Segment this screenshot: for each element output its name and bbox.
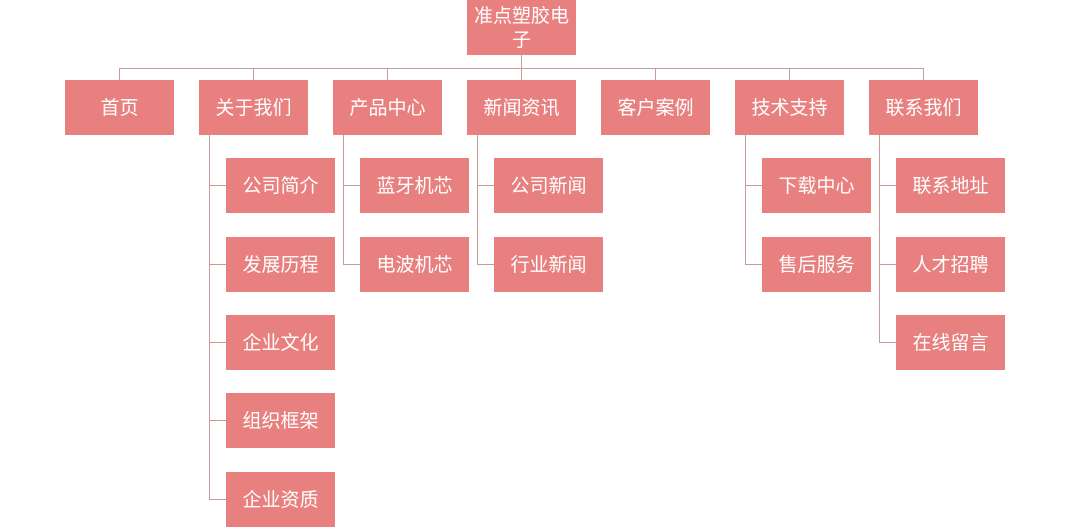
node-about-us: 关于我们 (199, 80, 308, 135)
node-culture: 企业文化 (226, 315, 335, 370)
node-address: 联系地址 (896, 158, 1005, 213)
node-bluetooth-movement: 蓝牙机芯 (360, 158, 469, 213)
node-contact: 联系我们 (869, 80, 978, 135)
node-products: 产品中心 (333, 80, 442, 135)
node-support: 技术支持 (735, 80, 844, 135)
node-radio-movement: 电波机芯 (360, 237, 469, 292)
node-org-structure: 组织框架 (226, 393, 335, 448)
node-company-news: 公司新闻 (494, 158, 603, 213)
node-message: 在线留言 (896, 315, 1005, 370)
node-recruitment: 人才招聘 (896, 237, 1005, 292)
node-home: 首页 (65, 80, 174, 135)
node-downloads: 下载中心 (762, 158, 871, 213)
node-qualifications: 企业资质 (226, 472, 335, 527)
node-industry-news: 行业新闻 (494, 237, 603, 292)
node-company-profile: 公司简介 (226, 158, 335, 213)
node-news: 新闻资讯 (467, 80, 576, 135)
root-node: 准点塑胶电子 (467, 0, 576, 55)
node-history: 发展历程 (226, 237, 335, 292)
node-cases: 客户案例 (601, 80, 710, 135)
node-after-sales: 售后服务 (762, 237, 871, 292)
